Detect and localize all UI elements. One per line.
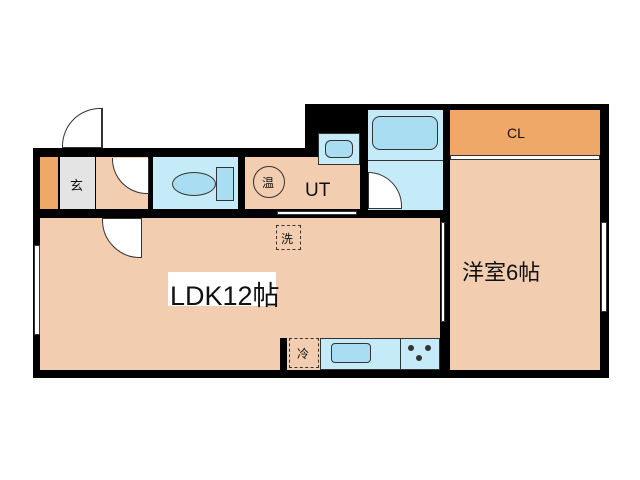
washer-label: 洗 [281, 232, 294, 246]
ut-sliding-door[interactable] [277, 211, 357, 215]
closet-doors[interactable] [450, 155, 600, 160]
stove [400, 338, 440, 370]
window-western[interactable] [601, 222, 607, 312]
kitchen-wall [280, 338, 287, 370]
burner-icon [416, 355, 422, 361]
ldk-label: LDK12帖 [170, 281, 280, 311]
bath-divider [368, 160, 443, 161]
fridge-label: 冷 [297, 347, 310, 361]
entrance-area [60, 157, 95, 209]
window-ldk-right[interactable] [441, 222, 445, 322]
bathtub [372, 116, 438, 150]
basin-bowl [325, 140, 353, 158]
fridge-space [289, 338, 319, 368]
window-left[interactable] [34, 245, 40, 335]
closet-label: CL [507, 125, 525, 141]
toilet-tank [216, 167, 234, 201]
kitchen-sink [331, 343, 371, 363]
western-room [450, 160, 600, 370]
entrance-label: 玄 [70, 178, 84, 193]
water-heater-label: 温 [262, 176, 275, 190]
utility-label: UT [305, 180, 331, 201]
entrance-door[interactable] [62, 108, 103, 148]
burner-icon [408, 345, 414, 351]
burner-icon [425, 345, 431, 351]
western-room-label: 洋室6帖 [462, 260, 541, 285]
washer-space [276, 225, 301, 250]
water-heater [253, 166, 285, 198]
closet [450, 110, 600, 155]
toilet-bowl [172, 172, 216, 196]
shoe-cabinet [40, 157, 58, 209]
ldk-label-bg [168, 272, 276, 306]
